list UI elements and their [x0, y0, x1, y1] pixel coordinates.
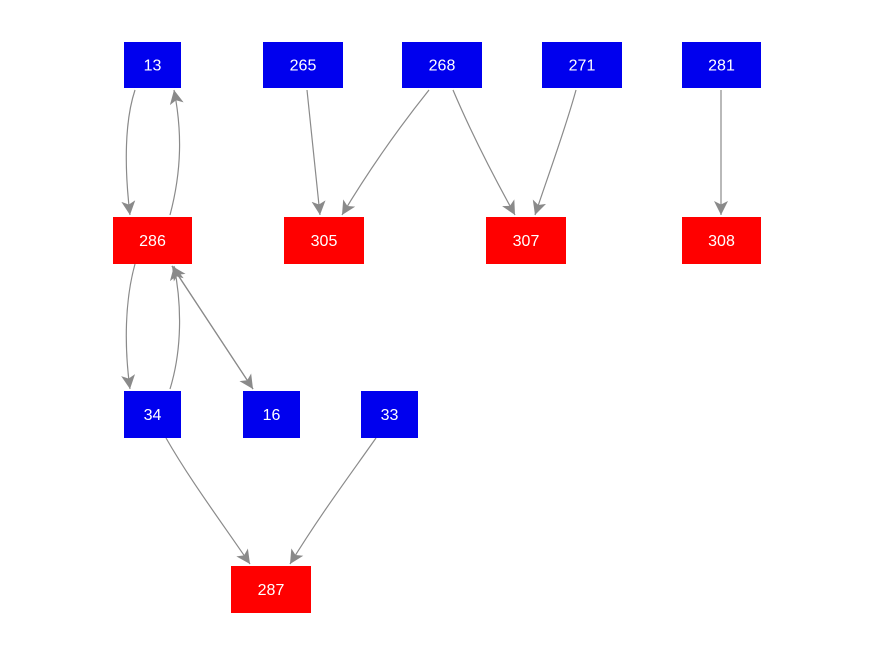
node-16[interactable]: 16 — [243, 391, 300, 438]
edge-265-to-305 — [306, 89, 326, 216]
node-305[interactable]: 305 — [284, 217, 364, 264]
node-box[interactable] — [682, 217, 761, 264]
node-box[interactable] — [231, 566, 311, 613]
node-label: 34 — [144, 407, 162, 424]
node-box[interactable] — [263, 42, 343, 88]
node-label: 268 — [429, 58, 456, 75]
node-box[interactable] — [486, 217, 566, 264]
node-label: 308 — [708, 233, 735, 250]
node-box[interactable] — [361, 391, 418, 438]
node-label: 287 — [258, 582, 285, 599]
node-box[interactable] — [113, 217, 192, 264]
node-33[interactable]: 33 — [361, 391, 418, 438]
node-box[interactable] — [402, 42, 482, 88]
node-34[interactable]: 34 — [124, 391, 181, 438]
node-286[interactable]: 286 — [113, 217, 192, 264]
node-label: 307 — [513, 233, 540, 250]
node-label: 281 — [708, 58, 735, 75]
node-label: 305 — [311, 233, 338, 250]
edge-286-to-13 — [169, 89, 184, 216]
edge-16-to-286 — [171, 265, 254, 390]
edge-33-to-287 — [289, 437, 377, 565]
node-268[interactable]: 268 — [402, 42, 482, 88]
node-287[interactable]: 287 — [231, 566, 311, 613]
node-label: 13 — [144, 58, 162, 75]
node-13[interactable]: 13 — [124, 42, 181, 88]
node-265[interactable]: 265 — [263, 42, 343, 88]
edge-34-to-287 — [165, 437, 251, 565]
edges-layer — [121, 89, 728, 565]
node-box[interactable] — [124, 42, 181, 88]
node-307[interactable]: 307 — [486, 217, 566, 264]
node-label: 265 — [290, 58, 317, 75]
node-281[interactable]: 281 — [682, 42, 761, 88]
node-box[interactable] — [243, 391, 300, 438]
node-box[interactable] — [682, 42, 761, 88]
edge-13-to-286 — [121, 89, 136, 216]
node-box[interactable] — [124, 391, 181, 438]
edge-268-to-307 — [452, 89, 516, 216]
edge-286-to-34 — [121, 263, 136, 390]
node-box[interactable] — [284, 217, 364, 264]
edge-34-to-286 — [169, 265, 184, 390]
edge-271-to-307 — [532, 89, 577, 216]
node-label: 286 — [139, 233, 166, 250]
node-308[interactable]: 308 — [682, 217, 761, 264]
nodes-layer: 13 265 268 271 281 286 305 307 308 34 16 33 287 — [113, 42, 761, 613]
node-label: 16 — [263, 407, 281, 424]
edge-268-to-305 — [341, 89, 430, 216]
node-label: 271 — [569, 58, 596, 75]
node-box[interactable] — [542, 42, 622, 88]
node-label: 33 — [381, 407, 399, 424]
node-271[interactable]: 271 — [542, 42, 622, 88]
